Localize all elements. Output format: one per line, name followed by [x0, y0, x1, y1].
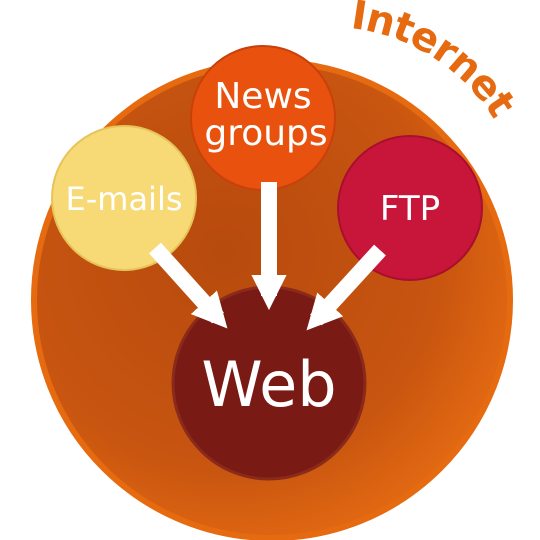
arrow-ftp-to-web [306, 244, 386, 331]
arrows [149, 182, 386, 331]
arrow-emails-to-web [149, 242, 228, 329]
emails-circle [51, 125, 197, 271]
ftp-label: FTP [380, 189, 440, 229]
emails-label: E-mails [66, 180, 183, 218]
web-label: Web [201, 348, 336, 421]
ftp-circle [337, 135, 483, 281]
news-groups-label-line2: groups [204, 113, 327, 154]
news-groups-label-line1: News [214, 76, 311, 117]
